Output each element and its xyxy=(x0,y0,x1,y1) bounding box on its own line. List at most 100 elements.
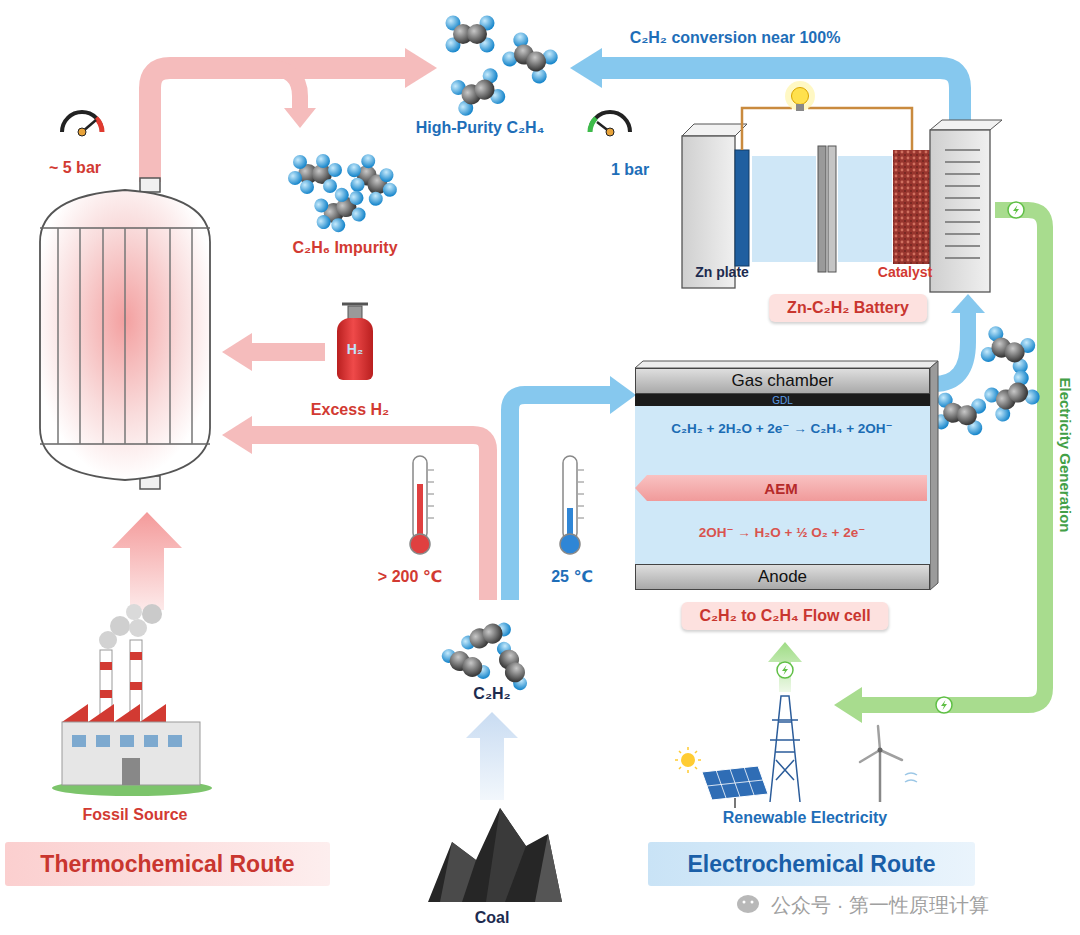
art-circle xyxy=(743,901,746,904)
art-rect xyxy=(818,146,826,272)
art-use xyxy=(438,644,494,684)
node-text: H₂ xyxy=(347,341,363,357)
node-text: Zn-C₂H₂ Battery xyxy=(787,299,909,317)
annotation-label: Renewable Electricity xyxy=(723,809,888,827)
art-polygon xyxy=(222,416,252,454)
art-circle xyxy=(110,616,130,636)
art-polygon xyxy=(535,834,562,902)
annotation-label: 公众号 · 第一性原理计算 xyxy=(771,894,989,917)
node-text: C₂H₂ to C₂H₄ Flow cell xyxy=(699,607,870,625)
art-rect xyxy=(838,156,892,262)
thermometer xyxy=(560,456,584,554)
art-rect xyxy=(828,146,836,272)
art-path xyxy=(428,470,434,518)
art-rect xyxy=(72,735,86,747)
art-use xyxy=(982,368,1043,425)
art-rect xyxy=(130,682,142,690)
annotation-label: High-Purity C₂H₄ xyxy=(416,119,545,137)
art-path xyxy=(268,68,300,108)
art-use xyxy=(936,697,952,713)
art-polygon xyxy=(222,333,252,371)
art-path xyxy=(879,750,882,802)
art-circle xyxy=(126,604,142,620)
art-path xyxy=(742,108,912,150)
electrode-plate: Gas chamber xyxy=(635,368,930,394)
art-polygon xyxy=(440,842,476,902)
art-path xyxy=(40,228,210,444)
annotation-label: C₂H₆ Impurity xyxy=(292,239,397,257)
blue-flow xyxy=(510,68,968,600)
pressure-gauge xyxy=(590,112,630,136)
annotation-label: Zn plate xyxy=(695,264,749,280)
annotation-label: 1 bar xyxy=(611,161,649,179)
art-use xyxy=(288,154,342,194)
art-path xyxy=(96,118,102,132)
node-text: Anode xyxy=(758,567,807,587)
art-polygon xyxy=(930,361,938,590)
art-polygon xyxy=(405,48,437,88)
art-rect xyxy=(752,156,816,262)
art-ellipse xyxy=(737,895,759,913)
art-polygon xyxy=(486,808,526,902)
art-path xyxy=(250,343,325,361)
art-polygon xyxy=(428,808,562,902)
art-path xyxy=(250,435,488,600)
heat-arrow xyxy=(112,512,182,610)
art-rect xyxy=(796,104,804,111)
node-text: Gas chamber xyxy=(731,371,833,391)
cylinder-valve xyxy=(342,304,368,319)
art-circle xyxy=(142,604,162,624)
node-text: Thermochemical Route xyxy=(40,851,294,878)
art-rect xyxy=(417,484,423,538)
label-tag: C₂H₂ to C₂H₄ Flow cell xyxy=(681,602,888,630)
art-circle xyxy=(878,748,883,753)
route-band: Electrochemical Route xyxy=(648,842,975,886)
coal-pile xyxy=(428,808,562,902)
art-rect xyxy=(96,735,110,747)
art-rect xyxy=(130,652,142,660)
node-text: C₂H₂ + 2H₂O + 2e⁻ → C₂H₄ + 2OH⁻ xyxy=(671,420,892,436)
art-rect xyxy=(100,690,112,698)
annotation-label: Fossil Source xyxy=(83,806,188,824)
art-use xyxy=(1008,202,1024,218)
membrane-band: AEM xyxy=(635,475,927,501)
art-path xyxy=(600,68,960,122)
node-text: 2OH⁻ → H₂O + ½ O₂ + 2e⁻ xyxy=(699,524,866,540)
art-use xyxy=(307,180,373,239)
art-polygon xyxy=(702,766,768,800)
art-path xyxy=(860,726,902,762)
renewables xyxy=(675,696,917,808)
annotation-label: C₂H₂ xyxy=(473,685,510,703)
art-polygon xyxy=(682,124,747,136)
art-use xyxy=(446,16,495,53)
art-polygon xyxy=(62,704,200,722)
art-polygon xyxy=(570,48,602,88)
art-circle xyxy=(410,534,430,554)
art-use xyxy=(979,324,1038,376)
art-rect xyxy=(930,130,990,292)
art-circle xyxy=(792,88,809,105)
art-path xyxy=(578,470,584,518)
art-rect xyxy=(413,456,427,540)
art-rect xyxy=(100,662,112,670)
art-rect xyxy=(120,735,134,747)
art-rect xyxy=(144,735,158,747)
thermometer xyxy=(410,456,434,554)
art-path xyxy=(945,150,980,258)
annotation-label: Catalyst xyxy=(878,264,932,280)
annotation-label: Electricity Generation xyxy=(1056,377,1073,532)
pressure-gauge xyxy=(62,112,102,136)
art-circle xyxy=(78,128,86,136)
art-polygon xyxy=(635,361,938,368)
annotation-label: > 200 ℃ xyxy=(378,568,442,586)
art-circle xyxy=(785,81,815,111)
art-path xyxy=(590,118,596,132)
art-path xyxy=(770,696,800,802)
art-rect xyxy=(735,150,749,266)
coal-arrow xyxy=(466,712,518,800)
art-path xyxy=(342,303,368,306)
node-text: AEM xyxy=(764,480,797,497)
art-path xyxy=(734,798,736,808)
art-polygon xyxy=(610,376,636,414)
